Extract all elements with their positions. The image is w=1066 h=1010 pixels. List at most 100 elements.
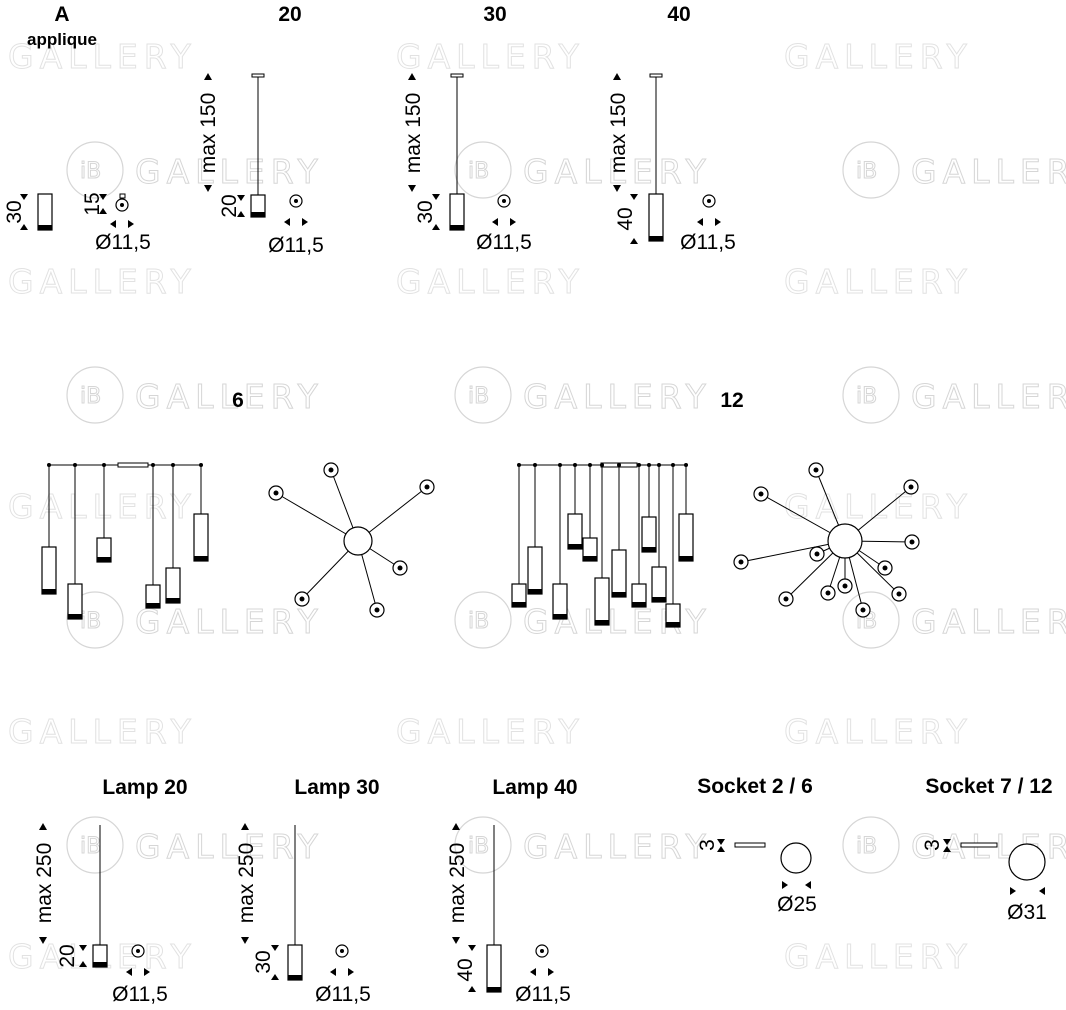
pendant-40-cable-dim: max 150: [607, 93, 630, 174]
svg-text:iB: iB: [468, 159, 489, 184]
pendant-body: [678, 513, 694, 562]
arrow-up-icon: [204, 73, 212, 80]
pendant-body: [641, 516, 657, 553]
pendant-diffuser: [568, 544, 582, 549]
pendant-diffuser: [553, 614, 567, 619]
arrow-right-icon: [128, 220, 134, 228]
pendant-20-cable-dim: max 150: [197, 93, 220, 174]
pendant-diffuser: [42, 589, 56, 594]
pendant-top-center: [707, 199, 711, 203]
arrow-right-icon: [510, 218, 516, 226]
lamp-20-drawing: Lamp 20 max 250 20 Ø11,5: [33, 776, 188, 1006]
svg-text:iB: iB: [80, 159, 101, 184]
wall-light-drawing: A applique 30 15 Ø11,5: [3, 3, 151, 254]
lamp-40-cable-dim: max 250: [446, 843, 469, 924]
lamp-top-view: [808, 462, 824, 478]
lamp-top-view: [877, 560, 893, 576]
lamp-body: [287, 944, 303, 981]
pendant-body: [193, 513, 209, 562]
socket-side-view: [960, 842, 998, 848]
arrow-down-icon: [20, 194, 28, 200]
pendant-diffuser: [649, 236, 663, 241]
pendant-body: [527, 546, 543, 595]
lamp-30-cable-dim: max 250: [235, 843, 258, 924]
pendant-body: [165, 567, 181, 604]
cluster-6-elevation: [41, 462, 209, 620]
wall-light-title: A: [54, 3, 69, 26]
pendant-diffuser: [528, 589, 542, 594]
arrow-down-icon: [39, 937, 47, 944]
arrow-left-icon: [1039, 887, 1045, 895]
pendant-body: [651, 566, 667, 603]
arrow-right-icon: [302, 218, 308, 226]
svg-text:GALLERY: GALLERY: [135, 602, 324, 641]
pendant-diffuser: [512, 602, 526, 607]
hub-canopy: [827, 523, 863, 559]
socket-side-view: [734, 842, 766, 848]
svg-text:GALLERY: GALLERY: [523, 377, 712, 416]
arm-line: [740, 540, 846, 563]
cluster-6-plan-view: [268, 462, 435, 618]
watermark-logo: iB GALLERY: [66, 816, 324, 874]
arrow-down-icon: [271, 945, 279, 951]
svg-text:GALLERY: GALLERY: [396, 37, 585, 76]
arrow-down-icon: [943, 839, 951, 845]
ceiling-canopy: [251, 73, 265, 78]
lamp-top-view: [733, 554, 749, 570]
watermark-logo: iB GALLERY: [66, 366, 318, 424]
pendant-body: [67, 583, 83, 620]
lamp-40-height-dim: 40: [454, 958, 477, 981]
pendant-body: [611, 549, 627, 598]
arrow-up-icon: [79, 961, 87, 967]
ceiling-canopy: [649, 73, 663, 78]
svg-text:iB: iB: [80, 384, 101, 409]
pendant-diffuser: [97, 557, 111, 562]
socket-top-view: [1008, 843, 1046, 881]
arrow-left-icon: [330, 968, 336, 976]
svg-text:iB: iB: [856, 384, 877, 409]
hub-canopy: [343, 526, 373, 556]
cluster-12-plan-view: [733, 462, 920, 618]
lamp-top-view: [809, 546, 825, 562]
arrow-up-icon: [630, 238, 638, 244]
arrow-up-icon: [613, 73, 621, 80]
svg-text:GALLERY: GALLERY: [396, 712, 585, 751]
lamp-30-drawing: Lamp 30 max 250 30 Ø11,5: [235, 776, 380, 1006]
wall-light-subtitle: applique: [27, 30, 97, 49]
pendant-diffuser: [666, 622, 680, 627]
watermark-logo: iB GALLERY: [842, 141, 1066, 199]
ceiling-canopy: [117, 462, 149, 468]
arrow-left-icon: [805, 881, 811, 889]
svg-text:iB: iB: [80, 609, 101, 634]
lamp-body: [486, 944, 502, 993]
pendant-40-diameter-dim: Ø11,5: [680, 231, 736, 254]
cluster-12-drawing: 12: [511, 389, 920, 628]
svg-text:GALLERY: GALLERY: [523, 602, 712, 641]
arrow-down-icon: [237, 195, 245, 201]
lamp-top-view: [778, 591, 794, 607]
svg-text:GALLERY: GALLERY: [784, 37, 973, 76]
lamp-top-view: [903, 479, 919, 495]
lamp-top-view: [855, 602, 871, 618]
svg-text:GALLERY: GALLERY: [135, 827, 324, 866]
arrow-down-icon: [717, 839, 725, 845]
arrow-up-icon: [237, 211, 245, 217]
lamp-top-view: [268, 485, 284, 501]
arrow-up-icon: [468, 986, 476, 992]
arrow-down-icon: [630, 194, 638, 200]
svg-text:GALLERY: GALLERY: [911, 602, 1066, 641]
svg-text:iB: iB: [856, 834, 877, 859]
wall-light-top-center: [120, 203, 124, 207]
pendant-20-drawing: 20 max 150 20 Ø11,5: [197, 3, 324, 257]
arrow-down-icon: [432, 194, 440, 200]
arm-line: [357, 486, 428, 542]
watermark-logo: iB GALLERY: [842, 366, 1066, 424]
pendant-diffuser: [194, 556, 208, 561]
svg-text:GALLERY: GALLERY: [523, 152, 712, 191]
cluster-12-elevation: [511, 462, 694, 628]
pendant-20-title: 20: [278, 3, 301, 26]
wall-light-diffuser: [38, 225, 52, 230]
arrow-right-icon: [348, 968, 354, 976]
arrow-down-icon: [452, 937, 460, 944]
